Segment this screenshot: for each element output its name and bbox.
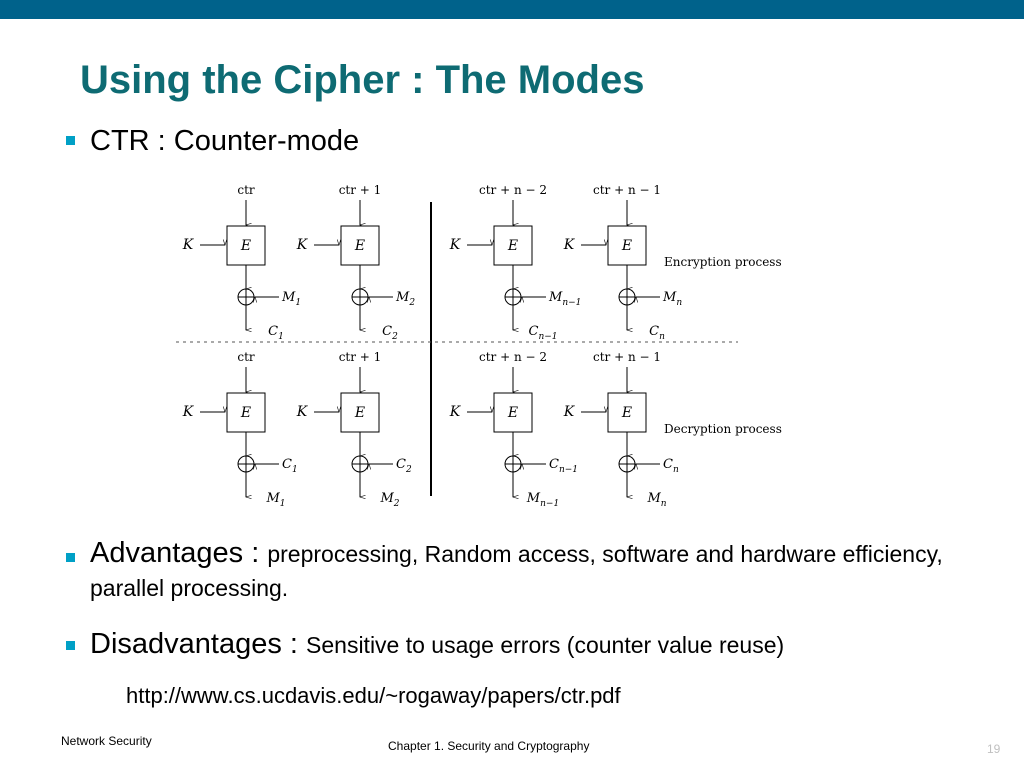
section-label: Decryption process	[664, 422, 782, 436]
cipher-block-label: E	[240, 405, 251, 421]
cipher-block-e	[493, 392, 533, 433]
counter-label: ctr + 1	[339, 350, 382, 364]
ctr-column-dec-4	[581, 367, 660, 497]
ctr-column-dec-1	[200, 367, 279, 497]
disadvantages-heading: Disadvantages :	[90, 628, 307, 660]
ctr-column-dec-3	[467, 367, 546, 497]
ctr-column-enc-1	[200, 200, 279, 330]
key-label: K	[296, 237, 309, 253]
output-label: Cn	[649, 324, 665, 342]
counter-label: ctr + n − 1	[593, 183, 661, 197]
counter-label: ctr + n − 1	[593, 350, 661, 364]
bullet-disadvantages: Disadvantages : Sensitive to usage error…	[90, 628, 784, 661]
input-label: Mn	[662, 290, 682, 308]
page-number: 19	[987, 742, 1001, 756]
counter-label: ctr	[237, 350, 255, 364]
input-label: Cn	[663, 457, 679, 475]
counter-label: ctr + n − 2	[479, 183, 547, 197]
ctr-column-dec-2	[314, 367, 393, 497]
cipher-block-label: E	[240, 238, 251, 254]
cipher-block-e	[607, 392, 647, 433]
output-label: C2	[382, 324, 398, 342]
input-label: M1	[281, 290, 301, 308]
output-label: Mn	[646, 491, 666, 509]
top-accent-bar	[0, 0, 1024, 19]
bullet-marker	[66, 553, 75, 562]
cipher-block-label: E	[354, 238, 365, 254]
output-label: C1	[268, 324, 284, 342]
cipher-block-e	[607, 225, 647, 266]
input-label: C2	[396, 457, 412, 475]
bullet-advantages: Advantages : preprocessing, Random acces…	[90, 538, 970, 607]
output-label: M1	[265, 491, 285, 509]
input-label: M2	[395, 290, 415, 308]
key-label: K	[563, 237, 576, 253]
key-label: K	[182, 237, 195, 253]
counter-label: ctr + n − 2	[479, 350, 547, 364]
counter-label: ctr + 1	[339, 183, 382, 197]
output-label: Cn−1	[528, 324, 557, 342]
cipher-block-label: E	[621, 405, 632, 421]
output-label: M2	[379, 491, 399, 509]
key-label: K	[296, 404, 309, 420]
key-label: K	[182, 404, 195, 420]
input-label: Mn−1	[548, 290, 581, 308]
advantages-text: preprocessing, Random access, software a…	[90, 541, 943, 601]
disadvantages-text: Sensitive to usage errors (counter value…	[306, 632, 785, 658]
slide-title: Using the Cipher : The Modes	[80, 58, 645, 102]
key-label: K	[449, 404, 462, 420]
ctr-column-enc-2	[314, 200, 393, 330]
output-label: Mn−1	[526, 491, 559, 509]
cipher-block-label: E	[507, 238, 518, 254]
footer-course: Network Security	[61, 734, 152, 748]
bullet-marker	[66, 641, 75, 650]
ctr-column-enc-4	[581, 200, 660, 330]
section-label: Encryption process	[664, 255, 782, 269]
cipher-block-e	[340, 225, 380, 266]
bullet-marker	[66, 136, 75, 145]
advantages-heading: Advantages :	[90, 537, 268, 569]
cipher-block-label: E	[507, 405, 518, 421]
key-label: K	[449, 237, 462, 253]
cipher-block-e	[493, 225, 533, 266]
cipher-block-label: E	[621, 238, 632, 254]
cipher-block-e	[226, 392, 266, 433]
input-label: C1	[282, 457, 298, 475]
footer-chapter: Chapter 1. Security and Cryptography	[388, 739, 590, 753]
input-label: Cn−1	[549, 457, 578, 475]
key-label: K	[563, 404, 576, 420]
bullet-ctr: CTR : Counter-mode	[90, 125, 360, 157]
counter-label: ctr	[237, 183, 255, 197]
cipher-block-label: E	[354, 405, 365, 421]
reference-link[interactable]: http://www.cs.ucdavis.edu/~rogaway/paper…	[126, 683, 621, 708]
ctr-column-enc-3	[467, 200, 546, 330]
